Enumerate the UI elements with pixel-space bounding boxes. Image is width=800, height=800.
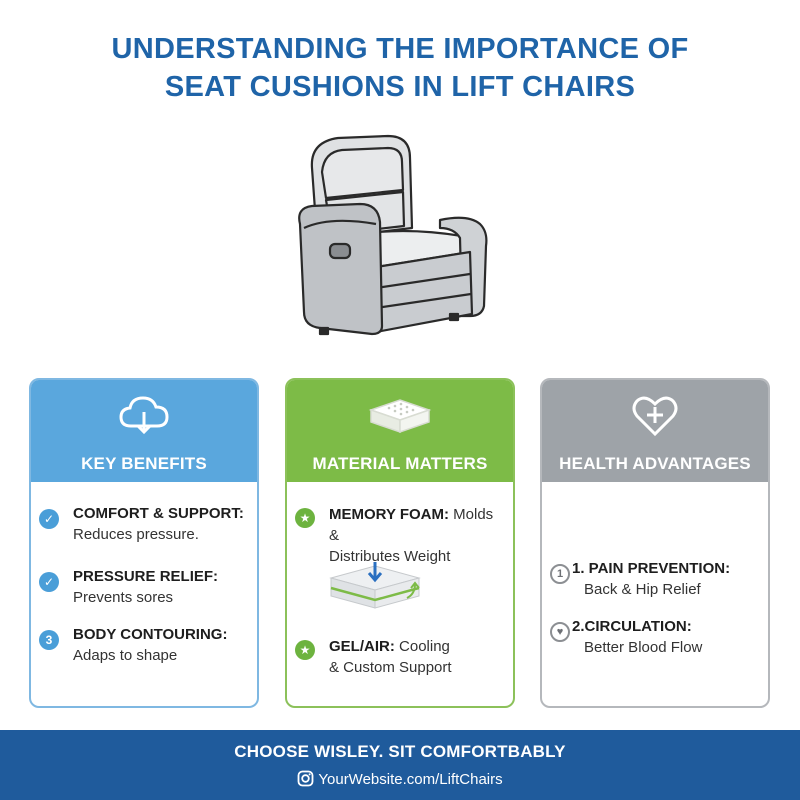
- item-label: 1. PAIN PREVENTION:: [572, 560, 731, 577]
- item-text: Back & Hip Relief: [584, 581, 701, 598]
- key-benefits-header: KEY BENEFITS: [31, 380, 257, 482]
- star-icon: ★: [295, 640, 315, 660]
- material-matters-card: MATERIAL MATTERS ★ MEMORY FOAM: Molds & …: [285, 378, 515, 708]
- heart-plus-icon: [632, 396, 678, 437]
- item-text: Better Blood Flow: [584, 639, 703, 656]
- item-text-2: Distributes Weight: [329, 548, 451, 565]
- item-text: Prevents sores: [73, 589, 174, 606]
- item-label: GEL/AIR:: [329, 638, 395, 655]
- page-title: UNDERSTANDING THE IMPORTANCE OF SEAT CUS…: [0, 30, 800, 106]
- item-label: COMFORT & SUPPORT:: [73, 505, 244, 522]
- foam-layer-diagram-icon: [329, 562, 421, 609]
- footer-title: CHOOSE WISLEY. SIT COMFORTBABLY: [234, 742, 566, 761]
- item-text: Cooling: [399, 638, 450, 655]
- material-matters-header: MATERIAL MATTERS: [287, 380, 513, 482]
- health-advantages-card: HEALTH ADVANTAGES 1 1. PAIN PREVENTION: …: [540, 378, 770, 708]
- card-title: KEY BENEFITS: [81, 454, 207, 473]
- item-label: PRESSURE RELIEF:: [73, 568, 219, 585]
- instagram-icon: [297, 770, 314, 787]
- cloud-icon: [119, 396, 169, 435]
- card-title: HEALTH ADVANTAGES: [559, 454, 751, 473]
- item-label: 2.CIRCULATION:: [572, 618, 692, 635]
- check-icon: ✓: [39, 509, 59, 529]
- card-title: MATERIAL MATTERS: [312, 454, 488, 473]
- shield-heart-icon: ♥: [550, 622, 570, 642]
- item-text: Molds &: [329, 506, 494, 544]
- recliner-chair-illustration: [298, 134, 488, 336]
- item-text-2: & Custom Support: [329, 659, 452, 676]
- website-link[interactable]: YourWebsite.com/LiftChairs: [318, 771, 503, 788]
- star-icon: ★: [295, 508, 315, 528]
- footer-link-row: YourWebsite.com/LiftChairs: [0, 770, 800, 788]
- foam-mattress-icon: [368, 399, 432, 434]
- health-advantages-header: HEALTH ADVANTAGES: [542, 380, 768, 482]
- item-line: GEL/AIR: Cooling: [329, 636, 507, 657]
- title-line-2: SEAT CUSHIONS IN LIFT CHAIRS: [164, 71, 636, 103]
- item-label: MEMORY FOAM:: [329, 506, 449, 523]
- key-benefits-card: KEY BENEFITS ✓ COMFORT & SUPPORT: Reduce…: [29, 378, 259, 708]
- item-line: MEMORY FOAM: Molds &: [329, 504, 507, 546]
- check-icon: ✓: [39, 572, 59, 592]
- item-text: Adaps to shape: [73, 647, 178, 664]
- footer-banner: CHOOSE WISLEY. SIT COMFORTBABLY YourWebs…: [0, 730, 800, 800]
- number-3-icon: 3: [39, 630, 59, 650]
- item-label: BODY CONTOURING:: [73, 626, 228, 643]
- title-line-1: UNDERSTANDING THE IMPORTANCE OF: [111, 33, 689, 65]
- number-1-icon: 1: [550, 564, 570, 584]
- item-text: Reduces pressure.: [73, 526, 199, 543]
